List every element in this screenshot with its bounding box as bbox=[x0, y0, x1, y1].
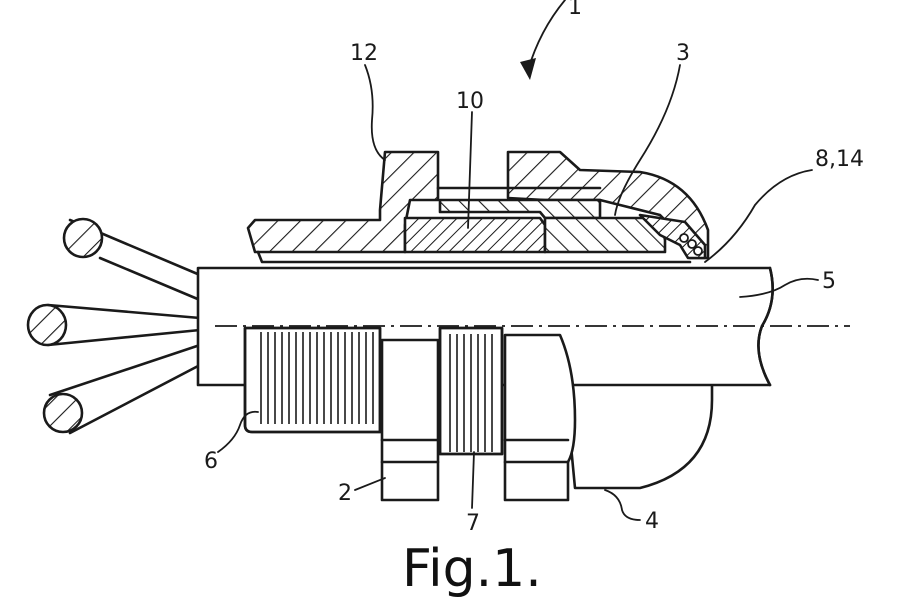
label-5: 5 bbox=[822, 269, 836, 294]
thread-mid bbox=[438, 326, 504, 456]
thread-left bbox=[243, 326, 382, 434]
label-arrow-1: 1 bbox=[568, 0, 582, 20]
hex-nut-left bbox=[380, 338, 440, 502]
housing-right bbox=[506, 150, 710, 260]
label-8-14: 8,14 bbox=[815, 147, 864, 172]
insert-body bbox=[403, 216, 547, 254]
upper-section bbox=[246, 150, 710, 264]
label-4: 4 bbox=[645, 509, 659, 534]
wire-bottom bbox=[42, 343, 202, 435]
hex-nut-right bbox=[503, 333, 577, 502]
wire-middle bbox=[26, 303, 202, 347]
wire-bundle bbox=[26, 217, 202, 435]
arrow-1-head bbox=[520, 58, 536, 80]
clamp-part bbox=[438, 198, 602, 220]
wire-top bbox=[62, 217, 202, 302]
figure-caption: Fig.1. bbox=[402, 539, 542, 599]
leader-lines bbox=[217, 0, 819, 521]
label-2: 2 bbox=[338, 481, 352, 506]
seal-ring bbox=[638, 213, 707, 260]
label-3: 3 bbox=[676, 41, 690, 66]
label-7: 7 bbox=[466, 511, 480, 536]
label-6: 6 bbox=[204, 449, 218, 474]
label-12: 12 bbox=[350, 41, 378, 66]
label-10: 10 bbox=[456, 89, 484, 114]
clamp-lower bbox=[543, 216, 667, 254]
housing-left bbox=[246, 150, 440, 254]
